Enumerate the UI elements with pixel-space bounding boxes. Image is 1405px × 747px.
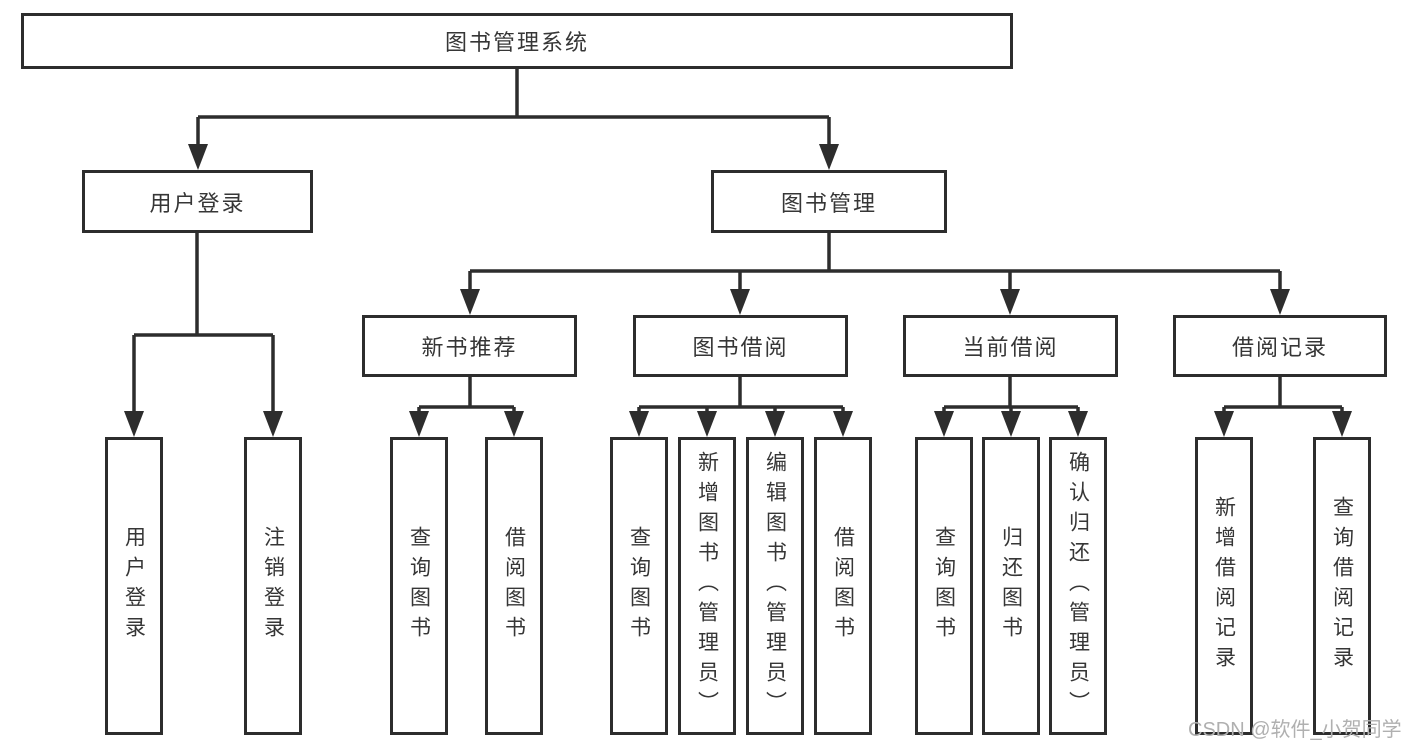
leaf-query-books: 查询图书 [390,437,448,735]
leaf-return-books: 归还图书 [982,437,1040,735]
connector-user-login-children [124,233,283,437]
leaf-query-books: 查询图书 [610,437,668,735]
leaf-label: 查询图书 [627,526,651,646]
leaf-label: 查询图书 [407,526,431,646]
node-label: 借阅记录 [1231,335,1328,360]
leaf-query-books: 查询图书 [915,437,973,735]
connector-new-book-children [409,377,524,437]
leaf-label: 新增借阅记录 [1212,496,1236,676]
connector-book-borrow-children [629,377,853,437]
leaf-label: 用户登录 [122,526,146,646]
node-label: 用户登录 [149,190,246,216]
connector-borrow-record-children [1214,377,1352,437]
leaf-label: 注销登录 [261,526,285,646]
connector-book-mgmt-children [460,233,1290,315]
node-current-borrowing: 当前借阅 [903,315,1118,377]
node-label: 图书管理 [780,190,877,216]
leaf-confirm-return-admin: 确认归还（管理员） [1049,437,1107,735]
node-label: 当前借阅 [962,335,1059,360]
leaf-edit-books-admin: 编辑图书（管理员） [746,437,804,735]
leaf-user-login: 用户登录 [105,437,163,735]
leaf-label: 查询图书 [932,526,956,646]
leaf-label: 编辑图书（管理员） [763,451,787,721]
leaf-label: 查询借阅记录 [1330,496,1354,676]
node-label: 图书管理系统 [444,30,589,55]
leaf-label: 确认归还（管理员） [1066,451,1090,721]
csdn-watermark: CSDN @软件_小贺同学 [1188,719,1402,741]
node-new-book-recommendation: 新书推荐 [362,315,577,377]
leaf-label: 新增图书（管理员） [695,451,719,721]
connector-current-borrow-children [934,377,1088,437]
leaf-add-books-admin: 新增图书（管理员） [678,437,736,735]
leaf-add-borrow-record: 新增借阅记录 [1195,437,1253,735]
node-label: 新书推荐 [421,335,518,360]
leaf-label: 借阅图书 [831,526,855,646]
leaf-logout: 注销登录 [244,437,302,735]
node-user-login: 用户登录 [82,170,313,233]
leaf-borrow-books: 借阅图书 [814,437,872,735]
leaf-label: 归还图书 [999,526,1023,646]
leaf-label: 借阅图书 [502,526,526,646]
node-label: 图书借阅 [692,335,789,360]
connector-root-to-level2 [188,69,839,170]
node-book-management: 图书管理 [711,170,947,233]
leaf-query-borrow-record: 查询借阅记录 [1313,437,1371,735]
leaf-borrow-books: 借阅图书 [485,437,543,735]
node-library-management-system: 图书管理系统 [21,13,1013,69]
node-borrowing-records: 借阅记录 [1173,315,1387,377]
node-book-borrowing: 图书借阅 [633,315,848,377]
